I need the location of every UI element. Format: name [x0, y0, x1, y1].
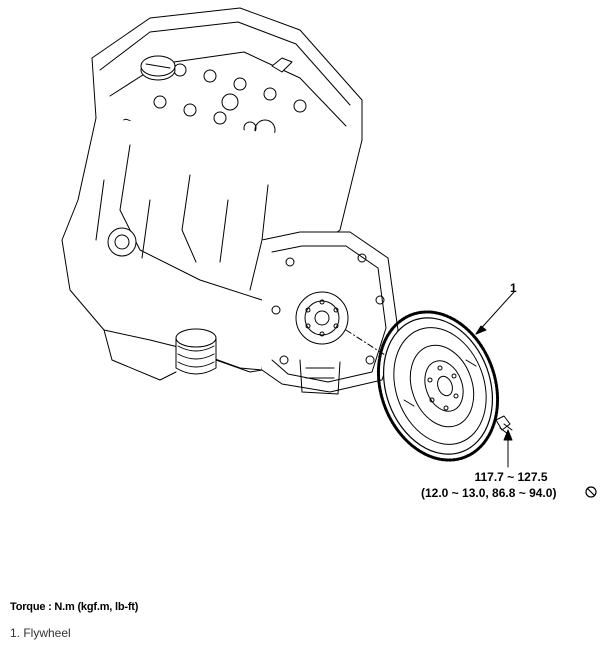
- crankshaft-flange: [295, 291, 349, 345]
- flywheel-bolt: [495, 415, 513, 435]
- oil-filter: [175, 328, 217, 375]
- torque-spec-kgfm-lbft: (12.0 ~ 13.0, 86.8 ~ 94.0): [421, 486, 557, 500]
- oil-filler-cap: [140, 55, 176, 81]
- torque-spec-nm: 117.7 ~ 127.5: [474, 470, 548, 484]
- leader-lines: [475, 291, 515, 468]
- engine-block: [61, 7, 399, 395]
- torque-units-note: Torque : N.m (kgf.m, lb-ft): [10, 601, 139, 613]
- prohibited-circle-icon: [585, 486, 597, 498]
- flywheel: [376, 310, 500, 462]
- front-pulley: [107, 227, 137, 257]
- callout-number-1: 1: [510, 281, 517, 295]
- legend-item-flywheel: 1. Flywheel: [10, 626, 71, 640]
- engine-flywheel-diagram: [61, 7, 515, 468]
